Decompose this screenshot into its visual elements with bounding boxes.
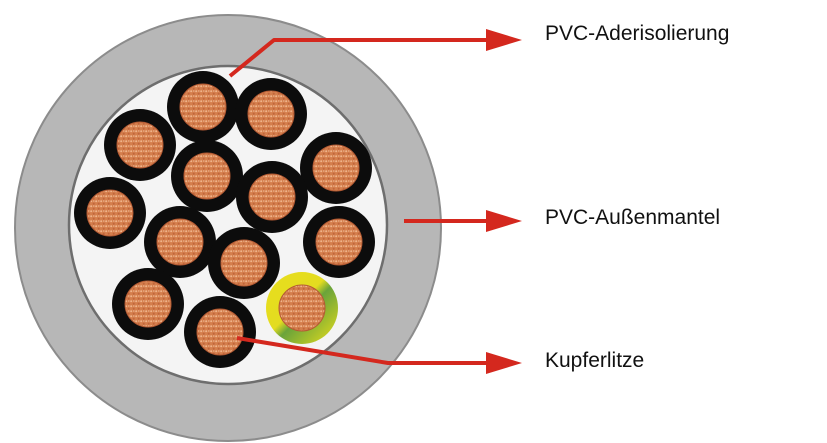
conductor-core [167, 71, 239, 143]
copper-strand-label: Kupferlitze [545, 349, 645, 372]
conductor-core [184, 296, 256, 368]
conductor-core [104, 109, 176, 181]
copper-strand [179, 83, 227, 131]
conductor-core [208, 227, 280, 299]
copper-strand [278, 284, 326, 332]
copper-strand-leader-line [236, 336, 490, 365]
outer-sheath-label: PVC-Außenmantel [545, 206, 721, 229]
conductor-core [74, 177, 146, 249]
copper-strand [124, 280, 172, 328]
conductor-core [300, 132, 372, 204]
conductor-core [235, 78, 307, 150]
core-insulation-leader-line [228, 38, 490, 78]
core-insulation-label: PVC-Aderisolierung [545, 22, 730, 45]
core-insulation-arrowhead [486, 29, 522, 51]
copper-strand [247, 90, 295, 138]
copper-strand [183, 152, 231, 200]
conductor-core [144, 206, 216, 278]
copper-strand [156, 218, 204, 266]
copper-strand [220, 239, 268, 287]
copper-strand [116, 121, 164, 169]
copper-strand [312, 144, 360, 192]
conductor-core [236, 161, 308, 233]
copper-strand [196, 308, 244, 356]
conductor-core [171, 140, 243, 212]
copper-strand-arrowhead [486, 352, 522, 374]
conductor-core [112, 268, 184, 340]
copper-strand [86, 189, 134, 237]
earth-core [266, 272, 338, 344]
copper-strand [248, 173, 296, 221]
conductor-core [303, 206, 375, 278]
copper-strand [315, 218, 363, 266]
outer-sheath-arrowhead [486, 210, 522, 232]
